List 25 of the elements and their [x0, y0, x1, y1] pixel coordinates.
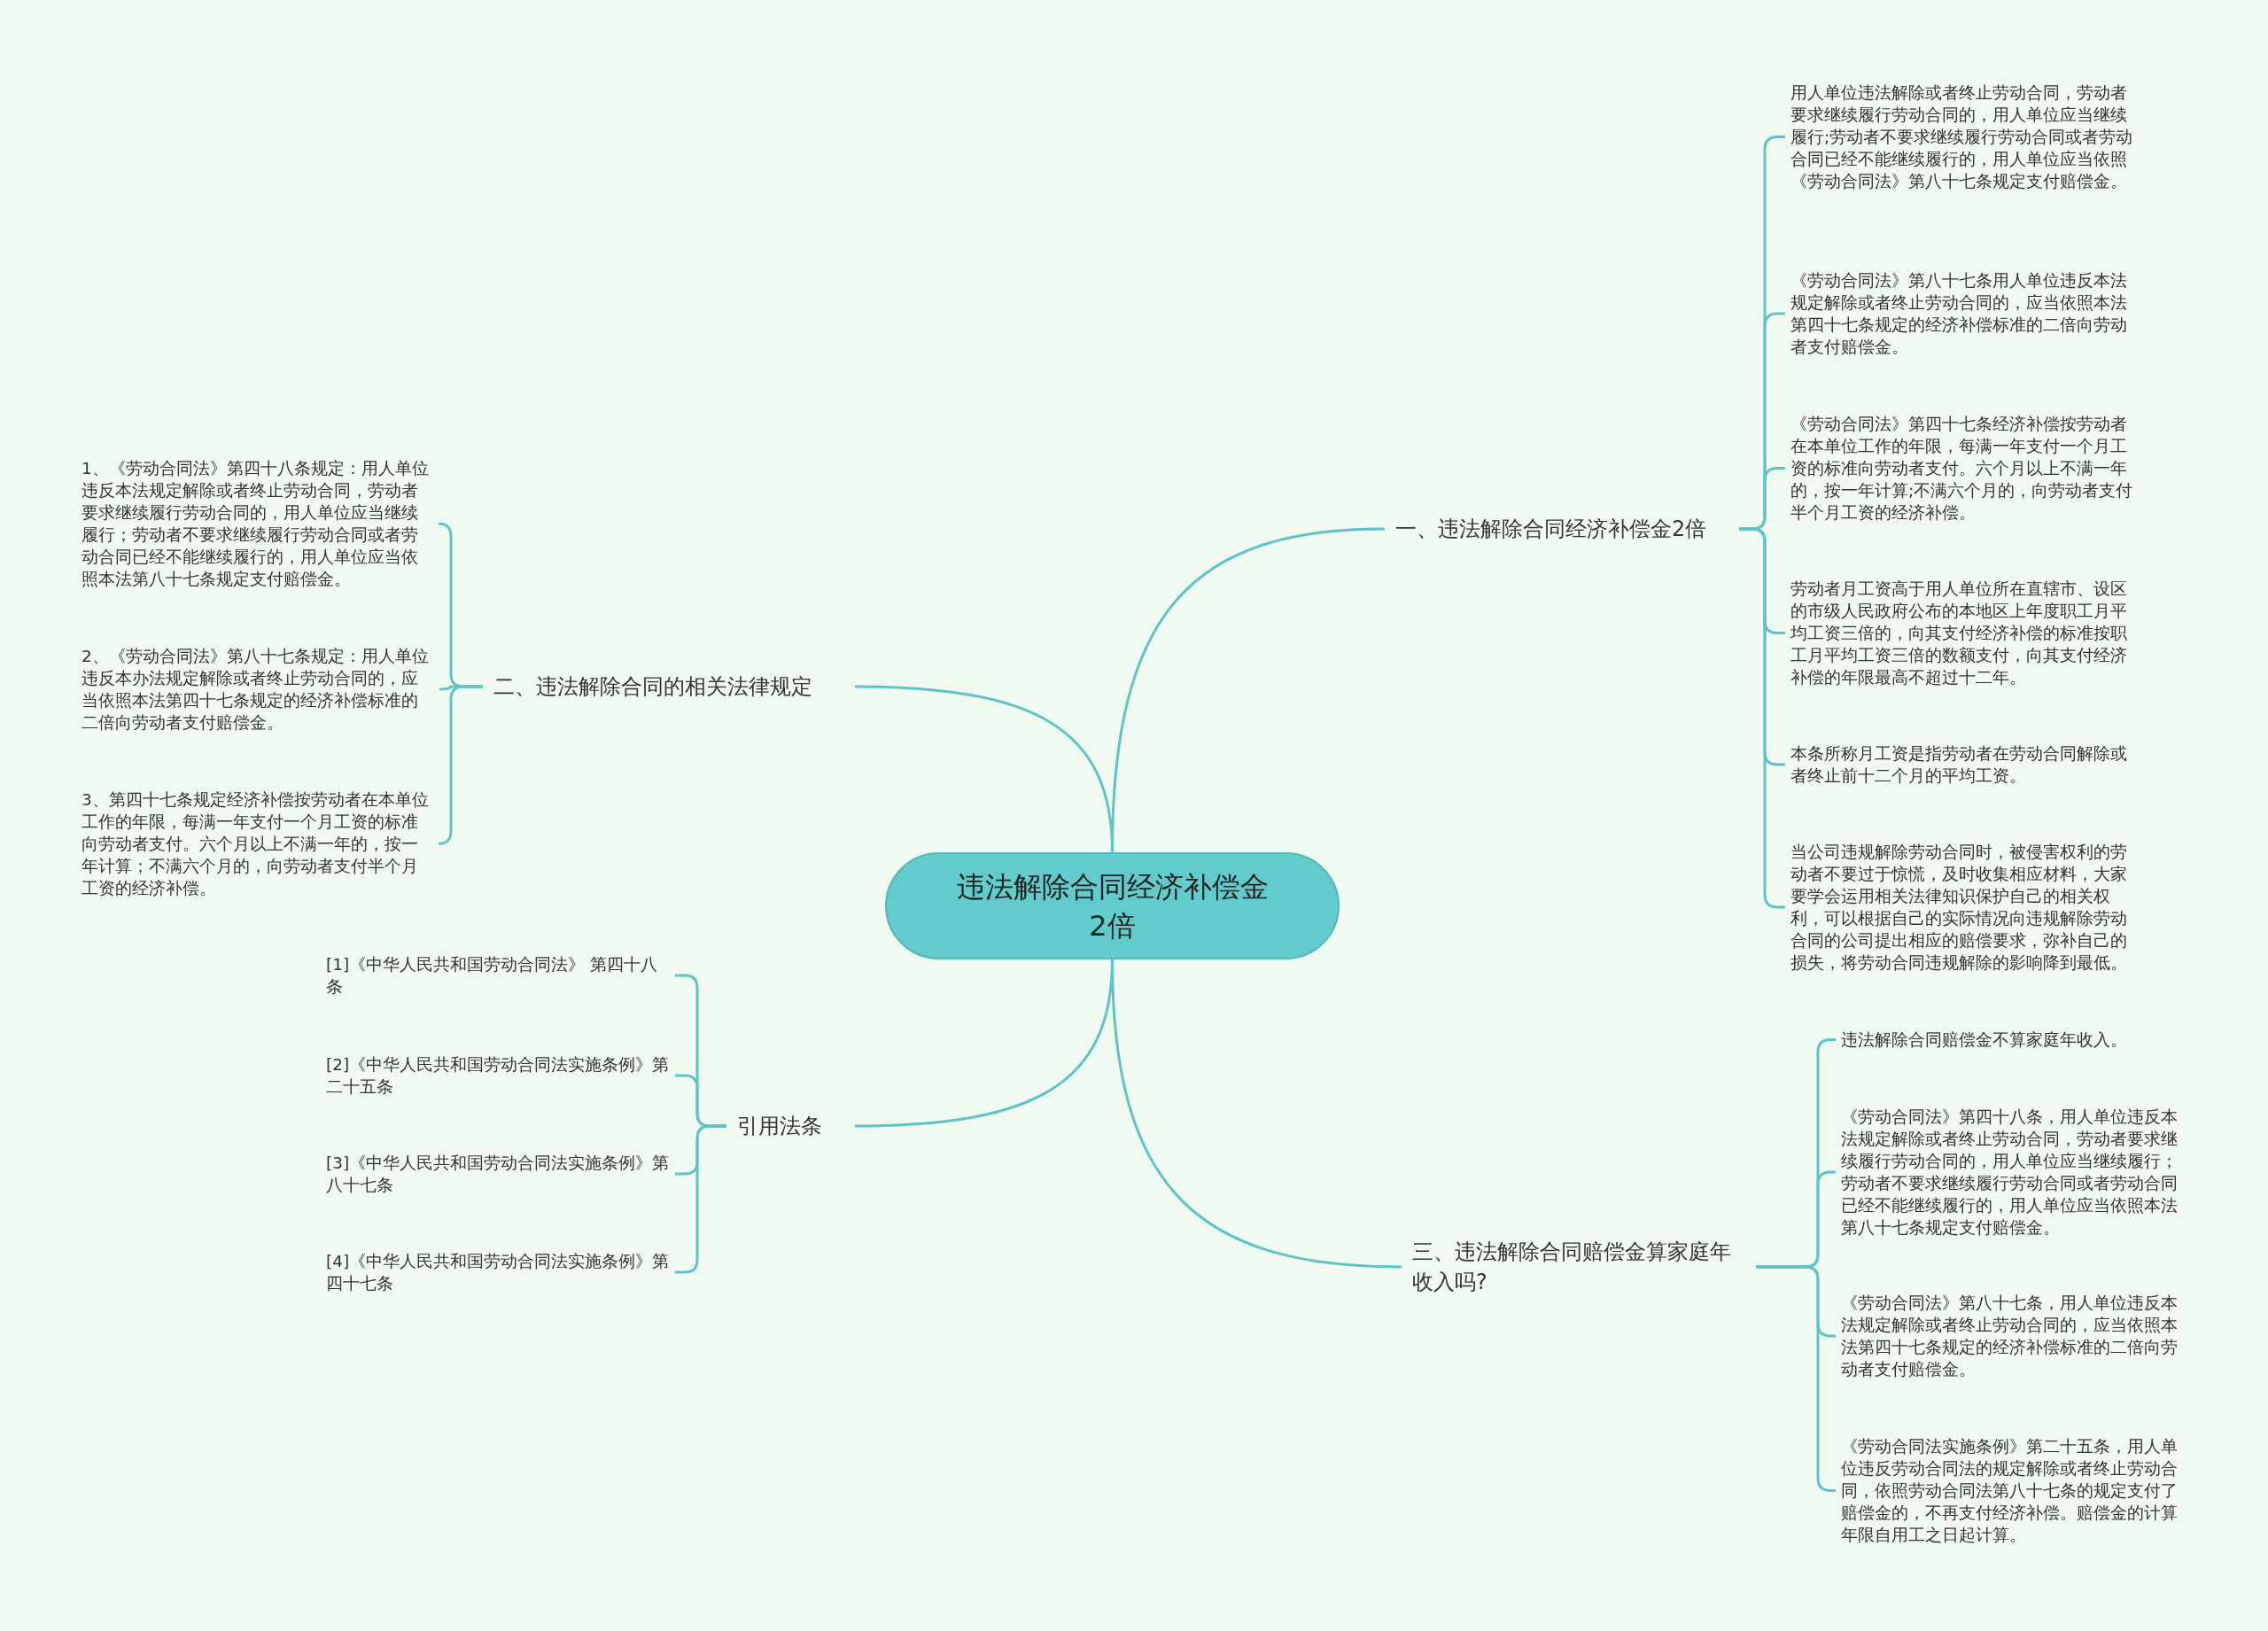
- branch-topic: 三、违法解除合同赔偿金算家庭年收入吗?: [1402, 1233, 1756, 1301]
- leaf-note: 当公司违规解除劳动合同时，被侵害权利的劳动者不要过于惊慌，及时收集相应材料，大家要学会运用相关法律知识保护自己的相关权利，可以根据自己的实际情况向违规解除劳动合同的公司提出相应的赔偿要求，弥补自己的损失，将劳动合同违规解除的影响降到最低。: [1785, 837, 2148, 977]
- leaf-note: 1、《劳动合同法》第四十八条规定：用人单位违反本法规定解除或者终止劳动合同，劳动者要求继续履行劳动合同的，用人单位应当继续履行；劳动者不要求继续履行劳动合同或者劳动合同已经不能继续履行的，用人单位应当依照本法第八十七条规定支付赔偿金。: [76, 454, 439, 594]
- leaf-note: 3、第四十七条规定经济补偿按劳动者在本单位工作的年限，每满一年支付一个月工资的标准向劳动者支付。六个月以上不满一年的，按一年计算；不满六个月的，向劳动者支付半个月工资的经济补偿。: [76, 785, 439, 903]
- leaf-note: 《劳动合同法》第八十七条，用人单位违反本法规定解除或者终止劳动合同的，应当依照本法第四十七条规定的经济补偿标准的二倍向劳动者支付赔偿金。: [1836, 1288, 2199, 1384]
- leaf-note: 用人单位违法解除或者终止劳动合同，劳动者要求继续履行劳动合同的，用人单位应当继续履行;劳动者不要求继续履行劳动合同或者劳动合同已经不能继续履行的，用人单位应当依照《劳动合同法》第八十七条规定支付赔偿金。: [1785, 78, 2148, 196]
- connector-line: [437, 685, 483, 845]
- leaf-note: 《劳动合同法》第八十七条用人单位违反本法规定解除或者终止劳动合同的，应当依照本法第四十七条规定的经济补偿标准的二倍向劳动者支付赔偿金。: [1785, 266, 2148, 361]
- branch-topic: 二、违法解除合同的相关法律规定: [483, 668, 855, 705]
- leaf-note: 2、《劳动合同法》第八十七条规定：用人单位违反本办法规定解除或者终止劳动合同的，应当依照本法第四十七条规定的经济补偿标准的二倍向劳动者支付赔偿金。: [76, 641, 439, 737]
- leaf-note: 《劳动合同法实施条例》第二十五条，用人单位违反劳动合同法的规定解除或者终止劳动合同，依照劳动合同法第八十七条的规定支付了赔偿金的，不再支付经济补偿。赔偿金的计算年限自用工之日起计算。: [1836, 1432, 2199, 1549]
- connector-line: [854, 959, 1114, 1128]
- central-topic-box: 违法解除合同经济补偿金2倍: [885, 852, 1340, 959]
- connector-line: [854, 685, 1114, 853]
- leaf-note: 本条所称月工资是指劳动者在劳动合同解除或者终止前十二个月的平均工资。: [1785, 739, 2148, 790]
- branch-topic: 一、违法解除合同经济补偿金2倍: [1385, 510, 1739, 548]
- leaf-note: 《劳动合同法》第四十七条经济补偿按劳动者在本单位工作的年限，每满一年支付一个月工资的标准向劳动者支付。六个月以上不满一年的，按一年计算;不满六个月的，向劳动者支付半个月工资的经济补偿。: [1785, 409, 2148, 527]
- leaf-note: 《劳动合同法》第四十八条，用人单位违反本法规定解除或者终止劳动合同，劳动者要求继续履行劳动合同的，用人单位应当继续履行；劳动者不要求继续履行劳动合同或者劳动合同已经不能继续履行的，用人单位应当依照本法第八十七条规定支付赔偿金。: [1836, 1102, 2199, 1242]
- branch-topic: 引用法条: [726, 1107, 855, 1145]
- leaf-note: 劳动者月工资高于用人单位所在直辖市、设区的市级人民政府公布的本地区上年度职工月平均工资三倍的，向其支付经济补偿的标准按职工月平均工资三倍的数额支付，向其支付经济补偿的年限最高不超过十二年。: [1785, 574, 2148, 692]
- leaf-note: 违法解除合同赔偿金不算家庭年收入。: [1836, 1025, 2199, 1054]
- leaf-note: [4]《中华人民共和国劳动合同法实施条例》第四十七条: [321, 1247, 675, 1298]
- leaf-note: [3]《中华人民共和国劳动合同法实施条例》第八十七条: [321, 1148, 675, 1200]
- leaf-note: [2]《中华人民共和国劳动合同法实施条例》第二十五条: [321, 1050, 675, 1101]
- leaf-note: [1]《中华人民共和国劳动合同法》 第四十八条: [321, 950, 675, 1001]
